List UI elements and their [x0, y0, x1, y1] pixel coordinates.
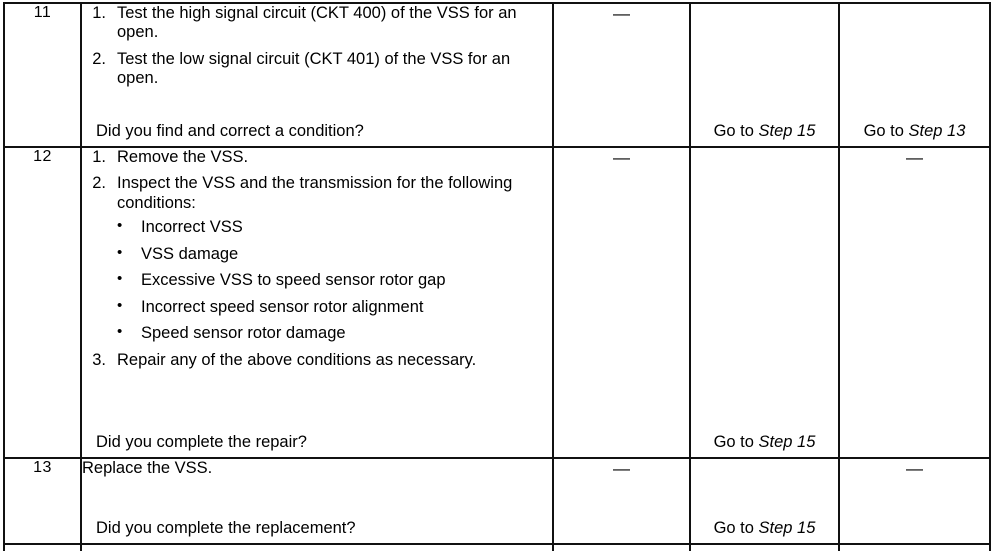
step-number-cell-11: 11 — [3, 2, 82, 148]
list-item-number: 1. — [92, 4, 106, 22]
value-cell-12: — — [552, 146, 691, 459]
goto-step-label: Step 15 — [758, 433, 816, 451]
dash-glyph: — — [613, 4, 630, 23]
no-cell-11: Go to Step 13 — [838, 2, 991, 148]
step-number: 13 — [33, 459, 52, 476]
goto-prefix: Go to — [713, 122, 759, 140]
diagnostic-table: 11 1. Test the high signal circuit (CKT … — [3, 2, 991, 551]
value-cell-13: — — [552, 457, 691, 545]
goto-prefix: Go to — [713, 433, 759, 451]
list-item-text: Test the low signal circuit (CKT 401) of… — [117, 49, 511, 88]
goto-reference: Go to Step 13 — [840, 122, 989, 141]
table-row: 11 1. Test the high signal circuit (CKT … — [3, 2, 991, 148]
table-row: 13 Replace the VSS. Did you complete the… — [3, 457, 991, 545]
dash-glyph: — — [613, 459, 630, 478]
numbered-list: 1. Test the high signal circuit (CKT 400… — [82, 4, 552, 89]
action-cell-13: Replace the VSS. Did you complete the re… — [80, 457, 554, 545]
step-number-cell-12: 12 — [3, 146, 82, 459]
table-row: 12 1. Remove the VSS. 2. Inspect the VSS… — [3, 146, 991, 459]
goto-step-label: Step 13 — [908, 122, 966, 140]
list-item-text: Inspect the VSS and the transmission for… — [117, 174, 513, 212]
list-item-text: Repair any of the above conditions as ne… — [117, 350, 477, 369]
partial-cell-step — [3, 543, 82, 551]
partial-cell-no — [838, 543, 991, 551]
bullet-item: • Incorrect speed sensor rotor alignment — [117, 296, 552, 317]
no-cell-12: — — [838, 146, 991, 459]
bullet-icon: • — [117, 270, 123, 288]
yes-cell-11: Go to Step 15 — [689, 2, 840, 148]
list-item: 1. Test the high signal circuit (CKT 400… — [82, 4, 552, 43]
bullet-text: Incorrect speed sensor rotor alignment — [141, 297, 424, 316]
partial-cell-value — [552, 543, 691, 551]
partial-cell-yes — [689, 543, 840, 551]
dash-glyph: — — [613, 148, 630, 167]
bullet-item: • Incorrect VSS — [117, 217, 552, 237]
step-number: 12 — [33, 148, 52, 165]
goto-prefix: Go to — [863, 122, 909, 140]
bullet-list: • Incorrect VSS • VSS damage • — [117, 217, 552, 343]
row-question: Did you complete the repair? — [96, 432, 307, 451]
step-number-cell-13: 13 — [3, 457, 82, 545]
action-cell-12: 1. Remove the VSS. 2. Inspect the VSS an… — [80, 146, 554, 459]
goto-step-label: Step 15 — [758, 122, 816, 140]
list-item-number: 1. — [92, 148, 106, 166]
no-cell-13: — — [838, 457, 991, 545]
goto-reference: Go to Step 15 — [691, 433, 838, 452]
bullet-icon: • — [117, 243, 123, 261]
list-item: 1. Remove the VSS. — [82, 148, 552, 167]
row-question: Did you complete the replacement? — [96, 518, 356, 537]
bullet-item: • Speed sensor rotor damage — [117, 323, 552, 343]
numbered-list: 1. Remove the VSS. 2. Inspect the VSS an… — [82, 148, 552, 370]
yes-cell-12: Go to Step 15 — [689, 146, 840, 459]
action-cell-11: 1. Test the high signal circuit (CKT 400… — [80, 2, 554, 148]
dash-glyph: — — [906, 148, 923, 167]
bullet-text: Speed sensor rotor damage — [141, 324, 346, 343]
bullet-text: Incorrect VSS — [141, 218, 243, 237]
action-instruction: Replace the VSS. — [82, 459, 213, 477]
bullet-icon: • — [117, 296, 123, 314]
partial-cell-action — [80, 543, 554, 551]
goto-reference: Go to Step 15 — [691, 122, 838, 141]
bullet-text: Excessive VSS to speed sensor rotor gap — [141, 271, 446, 290]
bullet-icon: • — [117, 323, 123, 341]
value-cell-11: — — [552, 2, 691, 148]
row-question: Did you find and correct a condition? — [96, 121, 364, 140]
list-item-number: 2. — [92, 174, 106, 193]
bullet-item: • Excessive VSS to speed sensor rotor ga… — [117, 270, 552, 290]
list-item: 3. Repair any of the above conditions as… — [82, 351, 552, 370]
list-item: 2. Test the low signal circuit (CKT 401)… — [82, 50, 552, 89]
yes-cell-13: Go to Step 15 — [689, 457, 840, 545]
list-item-number: 2. — [92, 49, 106, 68]
list-item-text: Remove the VSS. — [117, 148, 249, 166]
list-item-number: 3. — [92, 350, 106, 369]
bullet-icon: • — [117, 217, 123, 235]
bullet-item: • VSS damage — [117, 243, 552, 264]
goto-reference: Go to Step 15 — [691, 519, 838, 538]
goto-prefix: Go to — [713, 519, 759, 537]
table-row-partial — [3, 543, 991, 551]
bullet-text: VSS damage — [141, 244, 239, 263]
dash-glyph: — — [906, 459, 923, 478]
step-number: 11 — [33, 4, 52, 21]
list-item-text: Test the high signal circuit (CKT 400) o… — [117, 4, 517, 42]
list-item: 2. Inspect the VSS and the transmission … — [82, 174, 552, 343]
goto-step-label: Step 15 — [758, 519, 816, 537]
